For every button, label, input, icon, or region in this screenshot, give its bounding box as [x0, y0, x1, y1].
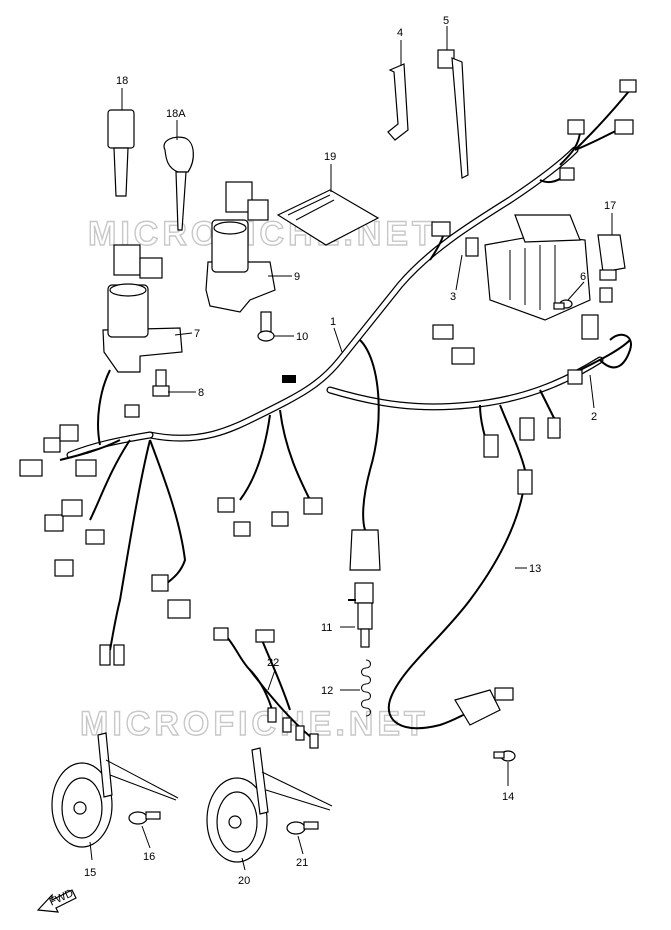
- bolt-8[interactable]: [152, 369, 170, 397]
- callout-4: 4: [397, 27, 403, 39]
- callout-21: 21: [296, 857, 308, 869]
- screw-10[interactable]: [257, 311, 275, 342]
- watermark-top: MICROFICHE.NET: [88, 215, 437, 253]
- callout-1: 1: [330, 316, 336, 328]
- callout-22: 22: [267, 657, 279, 669]
- callout-9: 9: [294, 271, 300, 283]
- callout-17: 17: [604, 200, 616, 212]
- callout-5: 5: [443, 15, 449, 27]
- key-18A[interactable]: [163, 136, 194, 231]
- callout-14: 14: [502, 791, 514, 803]
- callout-10: 10: [296, 331, 308, 343]
- callout-7: 7: [194, 328, 200, 340]
- relay[interactable]: [597, 234, 626, 281]
- bolt-6[interactable]: [553, 299, 573, 310]
- ignition-switch-set[interactable]: [205, 181, 276, 313]
- horn-15[interactable]: [51, 732, 179, 848]
- callout-6: 6: [580, 271, 586, 283]
- horn-20[interactable]: [206, 747, 333, 863]
- callout-labels: 1 2 3 4 5 6 7 8 9 10 11 12 13 14 15 16 1…: [84, 15, 616, 887]
- bracket[interactable]: [387, 63, 409, 141]
- sensor-cable[interactable]: [387, 469, 533, 730]
- key-18[interactable]: [107, 109, 135, 197]
- callout-13: 13: [529, 563, 541, 575]
- neutral-switch[interactable]: [348, 582, 374, 648]
- bolt-16[interactable]: [128, 811, 161, 825]
- clamp-strap[interactable]: [437, 49, 469, 179]
- lead-wire[interactable]: [213, 627, 319, 749]
- key-card[interactable]: [276, 189, 380, 246]
- leader-lines: [89, 26, 613, 871]
- callout-12: 12: [321, 685, 333, 697]
- callout-2: 2: [591, 411, 597, 423]
- callout-19: 19: [324, 151, 336, 163]
- main-wiring-harness[interactable]: [59, 89, 632, 651]
- screw-14[interactable]: [493, 750, 516, 762]
- callout-3: 3: [450, 291, 456, 303]
- callout-20: 20: [238, 875, 250, 887]
- callout-15: 15: [84, 867, 96, 879]
- callout-18: 18: [116, 75, 128, 87]
- spring[interactable]: [361, 659, 371, 717]
- callout-18A: 18A: [166, 108, 186, 120]
- watermark-bottom: MICROFICHE.NET: [80, 705, 429, 743]
- ignition-switch[interactable]: [102, 244, 183, 373]
- callout-8: 8: [198, 387, 204, 399]
- fuse-box[interactable]: [465, 214, 591, 321]
- bolt-21[interactable]: [286, 821, 319, 835]
- callout-11: 11: [321, 622, 332, 634]
- fwd-arrow-icon: FWD: [36, 887, 77, 913]
- callout-16: 16: [143, 851, 155, 863]
- harness-connectors: [19, 79, 637, 666]
